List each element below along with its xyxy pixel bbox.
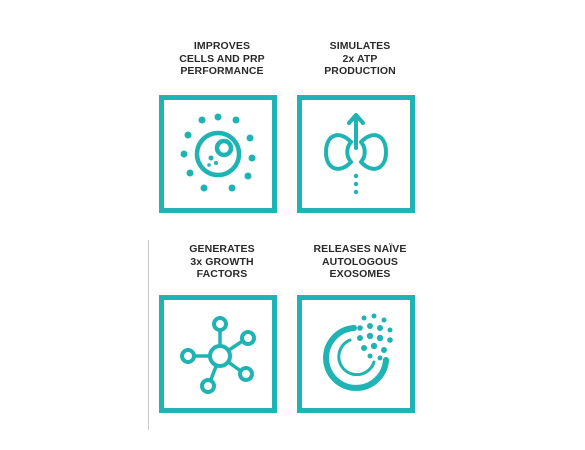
tile-label-line: PRODUCTION <box>324 65 396 77</box>
icon-frame <box>297 295 415 413</box>
tile-label-line: 3x GROWTH <box>190 255 254 268</box>
tile-label-line: PERFORMANCE <box>180 65 264 77</box>
tile-label-line: 2x ATP <box>342 52 378 65</box>
vertical-divider <box>148 240 149 430</box>
tile-label: GENERATES 3x GROWTH FACTORS <box>157 243 287 281</box>
cell-icon <box>180 113 256 192</box>
tile-label-line: RELEASES NAÏVE <box>313 243 407 255</box>
icon-frame <box>159 295 277 413</box>
tile-label: SIMULATES 2x ATP PRODUCTION <box>295 40 425 78</box>
exosome-icon <box>323 313 393 391</box>
icon-frame <box>297 95 415 213</box>
atp-icon <box>324 113 388 195</box>
molecule-network-icon <box>180 316 256 394</box>
tile-label-line: IMPROVES <box>193 40 251 52</box>
tile-label: IMPROVES CELLS AND PRP PERFORMANCE <box>157 40 287 78</box>
tile-label-line: FACTORS <box>196 268 248 280</box>
tile-label-line: AUTOLOGOUS <box>321 255 399 268</box>
tile-label: RELEASES NAÏVE AUTOLOGOUS EXOSOMES <box>295 243 425 281</box>
icon-frame <box>159 95 277 213</box>
tile-label-line: GENERATES <box>189 243 255 255</box>
tile-label-line: CELLS AND PRP <box>179 52 265 65</box>
tile-label-line: EXOSOMES <box>329 268 391 280</box>
tile-label-line: SIMULATES <box>329 40 391 52</box>
